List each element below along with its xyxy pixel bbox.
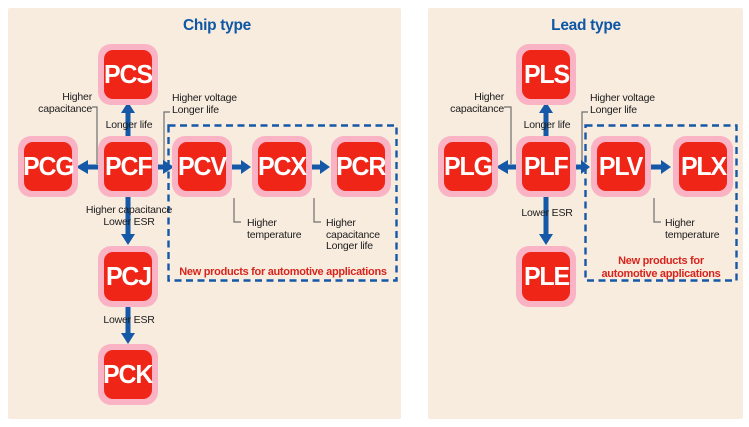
node-pcj-label: PCJ: [105, 261, 151, 291]
label-higher-voltage-longer-life: Higher voltage Longer life: [172, 92, 237, 116]
connector-pcx-higher-capacitance: [313, 198, 321, 223]
node-pcv-label: PCV: [178, 151, 227, 181]
node-pls: PLS: [516, 44, 576, 105]
node-plx-label: PLX: [680, 151, 726, 181]
connector-higher-voltage: [581, 111, 588, 163]
node-plg-label: PLG: [444, 151, 493, 181]
label-higher-temperature: Higher temperature: [247, 217, 302, 241]
node-plg: PLG: [438, 136, 498, 197]
node-pck: PCK: [98, 344, 158, 405]
label-higher-voltage-longer-life: Higher voltage Longer life: [590, 92, 655, 116]
label-lower-esr: Lower ESR: [521, 207, 573, 219]
node-pcj: PCJ: [98, 246, 158, 307]
label-higher-capacitance-longer-life: Higher capacitance Longer life: [326, 217, 380, 252]
node-plv-label: PLV: [599, 151, 643, 181]
arrow-plf-to-plv-icon: [575, 160, 590, 174]
node-pcx-label: PCX: [258, 151, 307, 181]
arrow-plf-to-plg-icon: [496, 160, 517, 174]
chip-type-panel: Chip type: [8, 8, 401, 419]
node-pcf: PCF: [98, 136, 158, 197]
lead-automotive-note: New products for automotive applications: [601, 255, 721, 280]
arrow-pcx-to-pcr-icon: [311, 160, 330, 174]
connector-higher-capacitance: [504, 106, 512, 164]
arrow-plf-to-ple-icon: [539, 196, 553, 245]
node-pcv: PCV: [172, 136, 232, 197]
lead-type-panel: Lead type PLS PLG: [428, 8, 743, 419]
connector-pcv-higher-temperature: [233, 198, 241, 223]
node-pcr: PCR: [331, 136, 391, 197]
node-plf: PLF: [516, 136, 576, 197]
connector-plv-higher-temperature: [653, 198, 661, 223]
node-pcs-label: PCS: [104, 59, 153, 89]
label-longer-life: Longer life: [523, 119, 571, 131]
label-higher-capacitance: Higher capacitance: [38, 91, 92, 115]
label-higher-capacitance-lower-esr: Higher capacitance Lower ESR: [85, 204, 173, 228]
node-ple-label: PLE: [523, 261, 569, 291]
lead-diagram-lines: [496, 102, 738, 282]
node-pls-label: PLS: [523, 59, 569, 89]
chip-automotive-note: New products for automotive applications: [179, 266, 387, 278]
label-higher-temperature: Higher temperature: [665, 217, 720, 241]
node-pcf-label: PCF: [104, 151, 153, 181]
node-plf-label: PLF: [524, 151, 569, 181]
label-longer-life: Longer life: [105, 119, 153, 131]
node-plv: PLV: [591, 136, 651, 197]
node-plx: PLX: [673, 136, 733, 197]
node-pcg-label: PCG: [22, 151, 75, 181]
arrow-plv-to-plx-icon: [650, 160, 671, 174]
node-ple: PLE: [516, 246, 576, 307]
chip-panel-title: Chip type: [183, 17, 251, 34]
arrow-pcf-to-pcg-icon: [76, 160, 99, 174]
node-pck-label: PCK: [103, 359, 153, 389]
arrow-pcv-to-pcx-icon: [231, 160, 251, 174]
label-lower-esr: Lower ESR: [103, 314, 155, 326]
node-pcx: PCX: [252, 136, 312, 197]
connector-higher-capacitance: [92, 106, 98, 164]
node-pcs: PCS: [98, 44, 158, 105]
chip-diagram-lines: [76, 102, 398, 344]
node-pcg: PCG: [18, 136, 78, 197]
node-pcr-label: PCR: [336, 151, 386, 181]
connector-higher-voltage: [163, 111, 170, 163]
lead-panel-title: Lead type: [551, 17, 621, 34]
label-higher-capacitance: Higher capacitance: [450, 91, 504, 115]
